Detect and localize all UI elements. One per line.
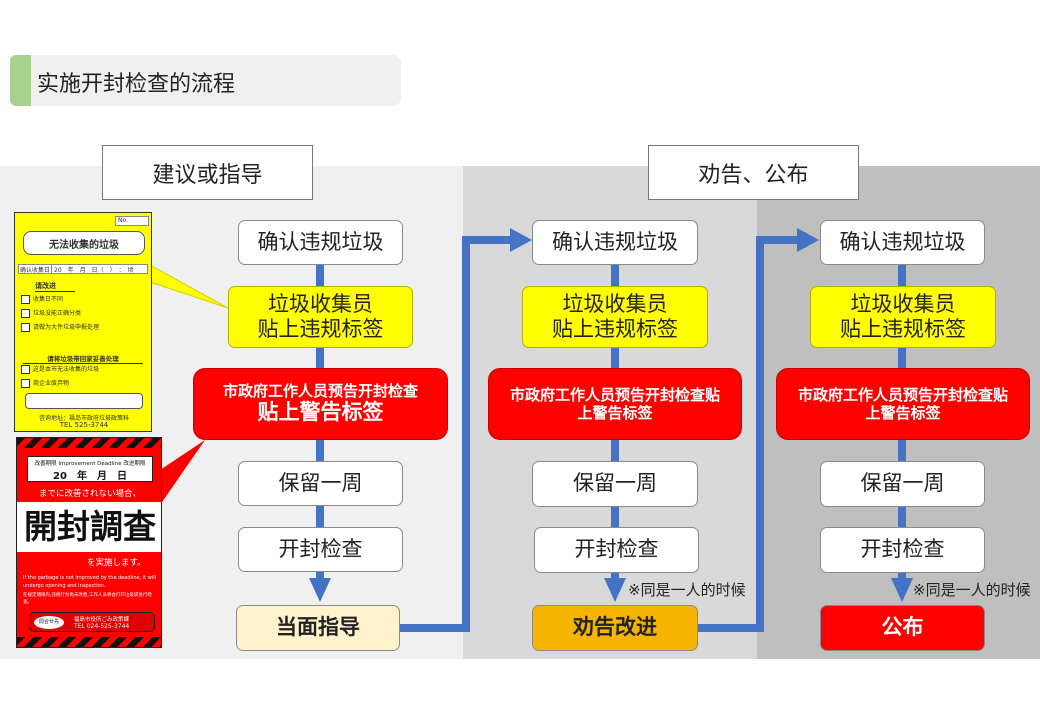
hold-box: 保留一周: [238, 461, 403, 506]
deadline-label: 改善期限 Improvement Deadline 改进期限: [34, 461, 146, 467]
label-tel: TEL 525-3744: [59, 421, 109, 429]
red-big-text: 開封調査: [17, 502, 161, 552]
title-bar: [10, 55, 401, 106]
warning-label-red: 改善期限 Improvement Deadline 改进期限 20 年 月 日 …: [16, 437, 162, 648]
warning-line1: 市政府工作人员预告开封检查贴: [797, 386, 1008, 404]
contact-tel: TEL 024-525-3744: [74, 623, 130, 630]
arrow-down-icon: [604, 578, 626, 602]
label-no: No.: [115, 216, 149, 226]
collector-line1: 垃圾收集员: [850, 291, 956, 316]
label-item: 收集日不同: [21, 293, 99, 307]
confirm-violation-box: 确认违规垃圾: [820, 220, 985, 265]
label-item: 请做为大件垃圾申报处理: [21, 321, 99, 335]
callout-yellow: [149, 264, 229, 309]
title-accent: [10, 55, 31, 106]
hold-box: 保留一周: [820, 461, 985, 507]
warning-line1: 市政府工作人员预告开封检查贴: [509, 386, 720, 404]
confirm-violation-box: 确认违规垃圾: [238, 220, 403, 265]
open-box: 开封检查: [820, 527, 985, 573]
arrow-right-icon: [510, 228, 532, 252]
warning-box: 市政府工作人员预告开封检查贴上警告标签: [193, 368, 448, 440]
warning-line1: 市政府工作人员预告开封检查: [222, 382, 418, 401]
hold-box: 保留一周: [532, 461, 698, 507]
callout-red: [160, 440, 205, 505]
collector-line2: 贴上违规标签: [552, 317, 678, 341]
deadline-date: 20 年 月 日: [53, 471, 127, 482]
arrow-down-icon: [309, 578, 331, 602]
contact-office: 福島市役所ごみ政策課: [74, 617, 130, 623]
label-item: 商企业废弃物: [21, 377, 99, 391]
open-box: 开封检查: [238, 527, 403, 572]
connector: [400, 236, 515, 632]
hazard-stripe-top: [17, 438, 161, 448]
warning-line2: 上警告标签: [577, 404, 653, 422]
warning-box: 市政府工作人员预告开封检查贴上警告标签: [776, 368, 1030, 440]
result-guidance: 当面指导: [236, 605, 400, 651]
confirm-violation-box: 确认违规垃圾: [532, 220, 698, 265]
red-line1: までに改善されない場合、: [38, 489, 141, 499]
result-recommend: 劝告改进: [532, 605, 698, 651]
same-person-note: ※同是一人的时候: [913, 581, 1031, 599]
hazard-stripe-bottom: [17, 637, 161, 647]
deadline-box: 改善期限 Improvement Deadline 改进期限 20 年 月 日: [27, 456, 153, 482]
label-contact: 咨询地址：福岛市政府垃圾政策科: [38, 415, 129, 422]
label-item: 这是本市无法收集的垃圾: [21, 363, 99, 377]
warning-box: 市政府工作人员预告开封检查贴上警告标签: [488, 368, 742, 440]
collector-line1: 垃圾收集员: [268, 291, 373, 316]
same-person-note: ※同是一人的时候: [628, 581, 746, 599]
contact-box: 問合せ先 福島市役所ごみ政策課 TEL 024-525-3744: [29, 612, 155, 632]
red-line2: を実施します。: [87, 558, 146, 568]
red-zh-text: 在规定期限内,违规行为尚未改善,工作人员将会打开垃圾袋进行检查。: [23, 593, 152, 605]
collector-line2: 贴上违规标签: [257, 317, 384, 341]
collector-line2: 贴上违规标签: [840, 317, 966, 341]
page-title: 实施开封检查的流程: [37, 72, 236, 97]
collector-box: 垃圾收集员贴上违规标签: [228, 286, 413, 348]
label-date-value: 20 年 月 日（ ） ： 顷: [54, 267, 134, 274]
collector-box: 垃圾收集员贴上违规标签: [522, 286, 708, 348]
label-section1: 请改进: [35, 281, 75, 292]
warning-line2: 贴上警告标签: [257, 400, 384, 425]
result-publish: 公布: [820, 605, 985, 651]
collector-box: 垃圾收集员贴上违规标签: [810, 286, 996, 348]
open-box: 开封检查: [534, 527, 699, 573]
warning-line2: 上警告标签: [865, 404, 941, 422]
header-recommend: 劝告、公布: [648, 145, 859, 200]
label-item: 垃圾没能正确分类: [21, 307, 99, 321]
connector: [698, 236, 803, 632]
contact-badge: 問合せ先: [34, 616, 64, 629]
red-en-text: If the garbage is not improved by the de…: [23, 575, 156, 589]
label-memo-box: [25, 393, 143, 409]
label-section2: 请将垃圾带回家妥善处理: [23, 353, 143, 364]
arrow-right-icon: [797, 228, 819, 252]
header-advice: 建议或指导: [102, 145, 313, 200]
label-date-label: 确认收集日: [20, 265, 53, 274]
collector-line1: 垃圾收集员: [562, 291, 668, 316]
label-title: 无法收集的垃圾: [23, 231, 145, 255]
arrow-down-icon: [891, 578, 913, 602]
